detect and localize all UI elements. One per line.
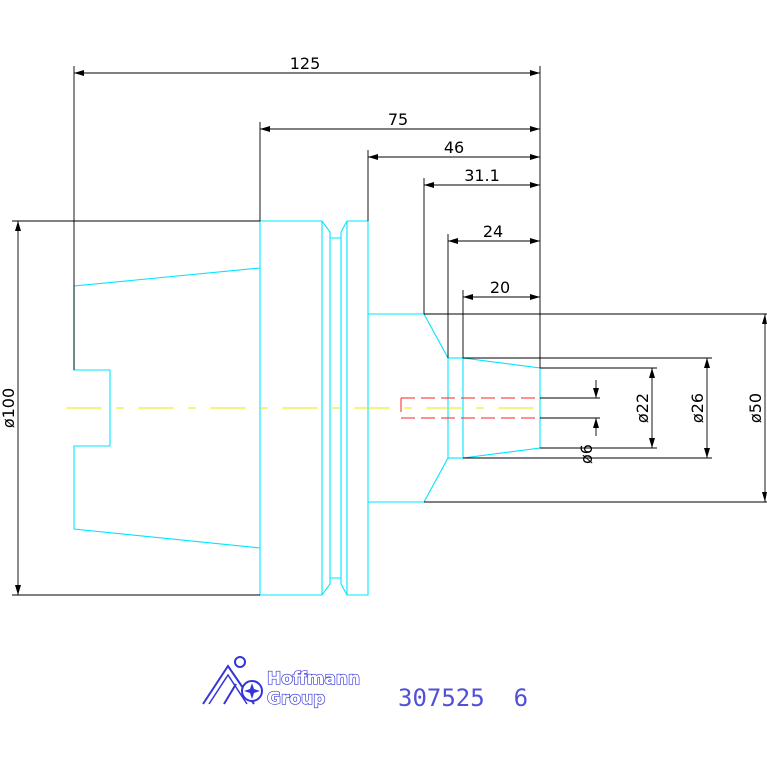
body-outline-bottom xyxy=(260,501,424,596)
logo-word-group: Group xyxy=(267,689,325,709)
bore-taper xyxy=(462,357,541,459)
dim-24-label: 24 xyxy=(483,222,503,241)
logo-word-hoffmann: Hoffmann xyxy=(267,669,360,689)
dim-dia-100: ø100 xyxy=(0,220,260,596)
dim-dia-50-label: ø50 xyxy=(746,393,765,423)
dim-dia-6: ø6 xyxy=(540,380,600,464)
dim-20-label: 20 xyxy=(490,278,510,297)
body-outline xyxy=(260,220,424,315)
dimensions: 125 75 46 31.1 24 xyxy=(0,54,767,596)
dim-125-label: 125 xyxy=(290,54,321,73)
logo-emblem-icon xyxy=(202,656,263,705)
dim-dia-100-label: ø100 xyxy=(0,388,18,428)
dim-dia-22-label: ø22 xyxy=(633,393,652,423)
dim-75-label: 75 xyxy=(388,110,408,129)
dim-31-1: 31.1 xyxy=(423,166,540,314)
dim-dia-26-label: ø26 xyxy=(688,393,707,423)
part-number: 307525 6 xyxy=(398,684,528,712)
hidden-hole xyxy=(400,397,540,419)
dim-46-label: 46 xyxy=(444,138,464,157)
dim-46: 46 xyxy=(367,138,540,221)
dim-24: 24 xyxy=(447,222,540,358)
dim-20: 20 xyxy=(462,278,540,358)
hoffmann-group-logo: Hoffmann Group xyxy=(202,656,361,710)
part-outline xyxy=(73,220,541,596)
dim-31-1-label: 31.1 xyxy=(464,166,500,185)
dim-dia-22: ø22 xyxy=(540,367,657,449)
dim-dia-6-label: ø6 xyxy=(577,444,596,464)
dim-75: 75 xyxy=(259,110,540,221)
dim-125: 125 xyxy=(73,54,540,370)
dim-dia-50: ø50 xyxy=(424,313,767,503)
dim-dia-26: ø26 xyxy=(463,357,712,459)
